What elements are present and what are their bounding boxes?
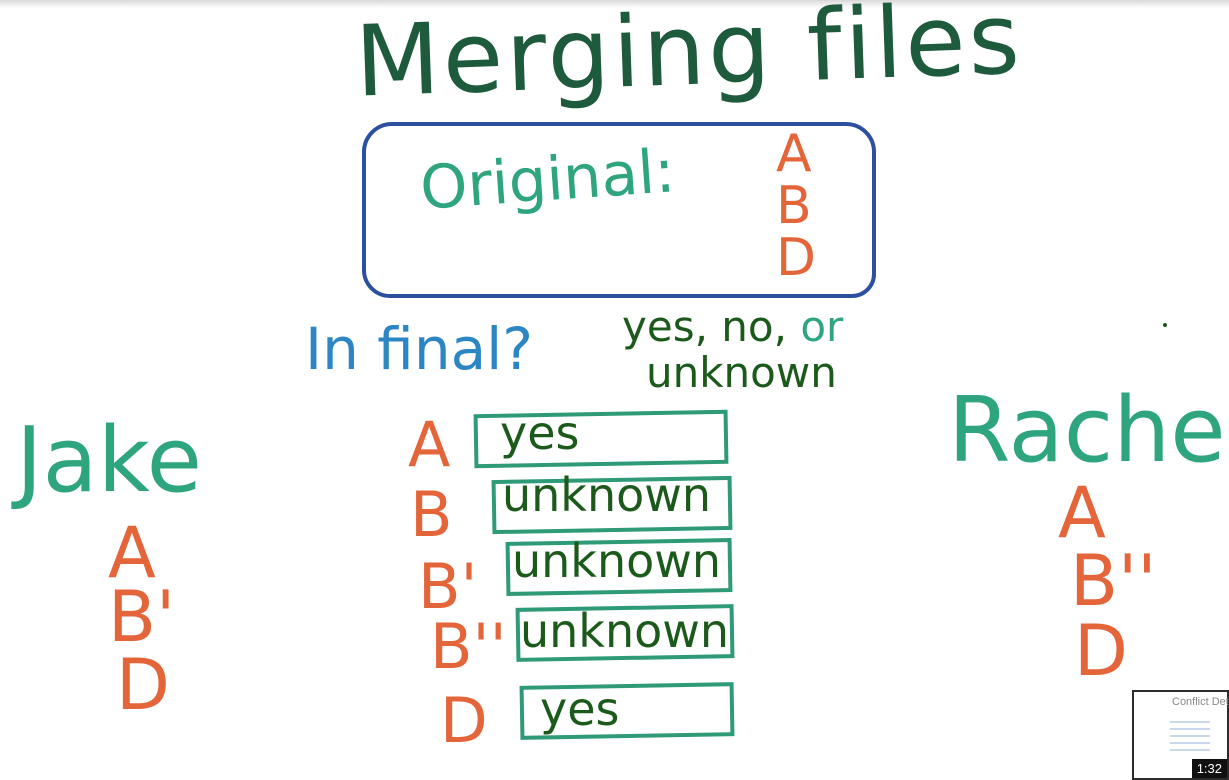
rachel-line-b-double-prime: B'' xyxy=(1070,540,1157,622)
rachel-line-a: A xyxy=(1058,472,1106,554)
thumbnail-preview-lines xyxy=(1170,716,1210,752)
jake-line-d: D xyxy=(116,644,170,726)
in-final-question: In final? xyxy=(305,315,534,383)
answer-b: unknown xyxy=(502,468,712,522)
answer-b-prime: unknown xyxy=(512,534,722,588)
stray-ink-dot xyxy=(1163,323,1167,327)
answer-d: yes xyxy=(540,682,620,736)
options-line-1: yes, no, or xyxy=(622,306,843,348)
top-edge-shadow xyxy=(0,0,1229,8)
row-line-b: B xyxy=(410,478,453,551)
row-line-a: A xyxy=(408,408,451,481)
original-file-box xyxy=(362,122,876,298)
video-timestamp: 1:32 xyxy=(1191,759,1227,778)
rachel-name: Rachel xyxy=(948,378,1229,483)
options-yes-no: yes, no, xyxy=(622,302,787,351)
answer-b-double-prime: unknown xyxy=(520,604,730,658)
original-line-b: B xyxy=(776,176,812,236)
answer-a: yes xyxy=(500,406,580,460)
jake-name: Jake xyxy=(16,408,202,513)
original-label: Original: xyxy=(417,136,678,224)
next-video-thumbnail[interactable]: Conflict Detec 1:32 xyxy=(1132,690,1229,780)
options-or: or xyxy=(800,302,844,351)
thumbnail-title: Conflict Detec xyxy=(1172,696,1229,708)
rachel-line-d: D xyxy=(1074,610,1128,692)
row-line-b-double-prime: B'' xyxy=(430,610,507,683)
original-line-d: D xyxy=(776,228,817,288)
whiteboard-title: Merging files xyxy=(353,0,1025,120)
row-line-d: D xyxy=(440,684,488,757)
options-line-2: unknown xyxy=(646,348,837,397)
jake-line-b-prime: B' xyxy=(108,576,176,658)
row-line-b-prime: B' xyxy=(418,550,478,623)
original-line-a: A xyxy=(776,124,812,184)
jake-line-a: A xyxy=(108,512,156,594)
